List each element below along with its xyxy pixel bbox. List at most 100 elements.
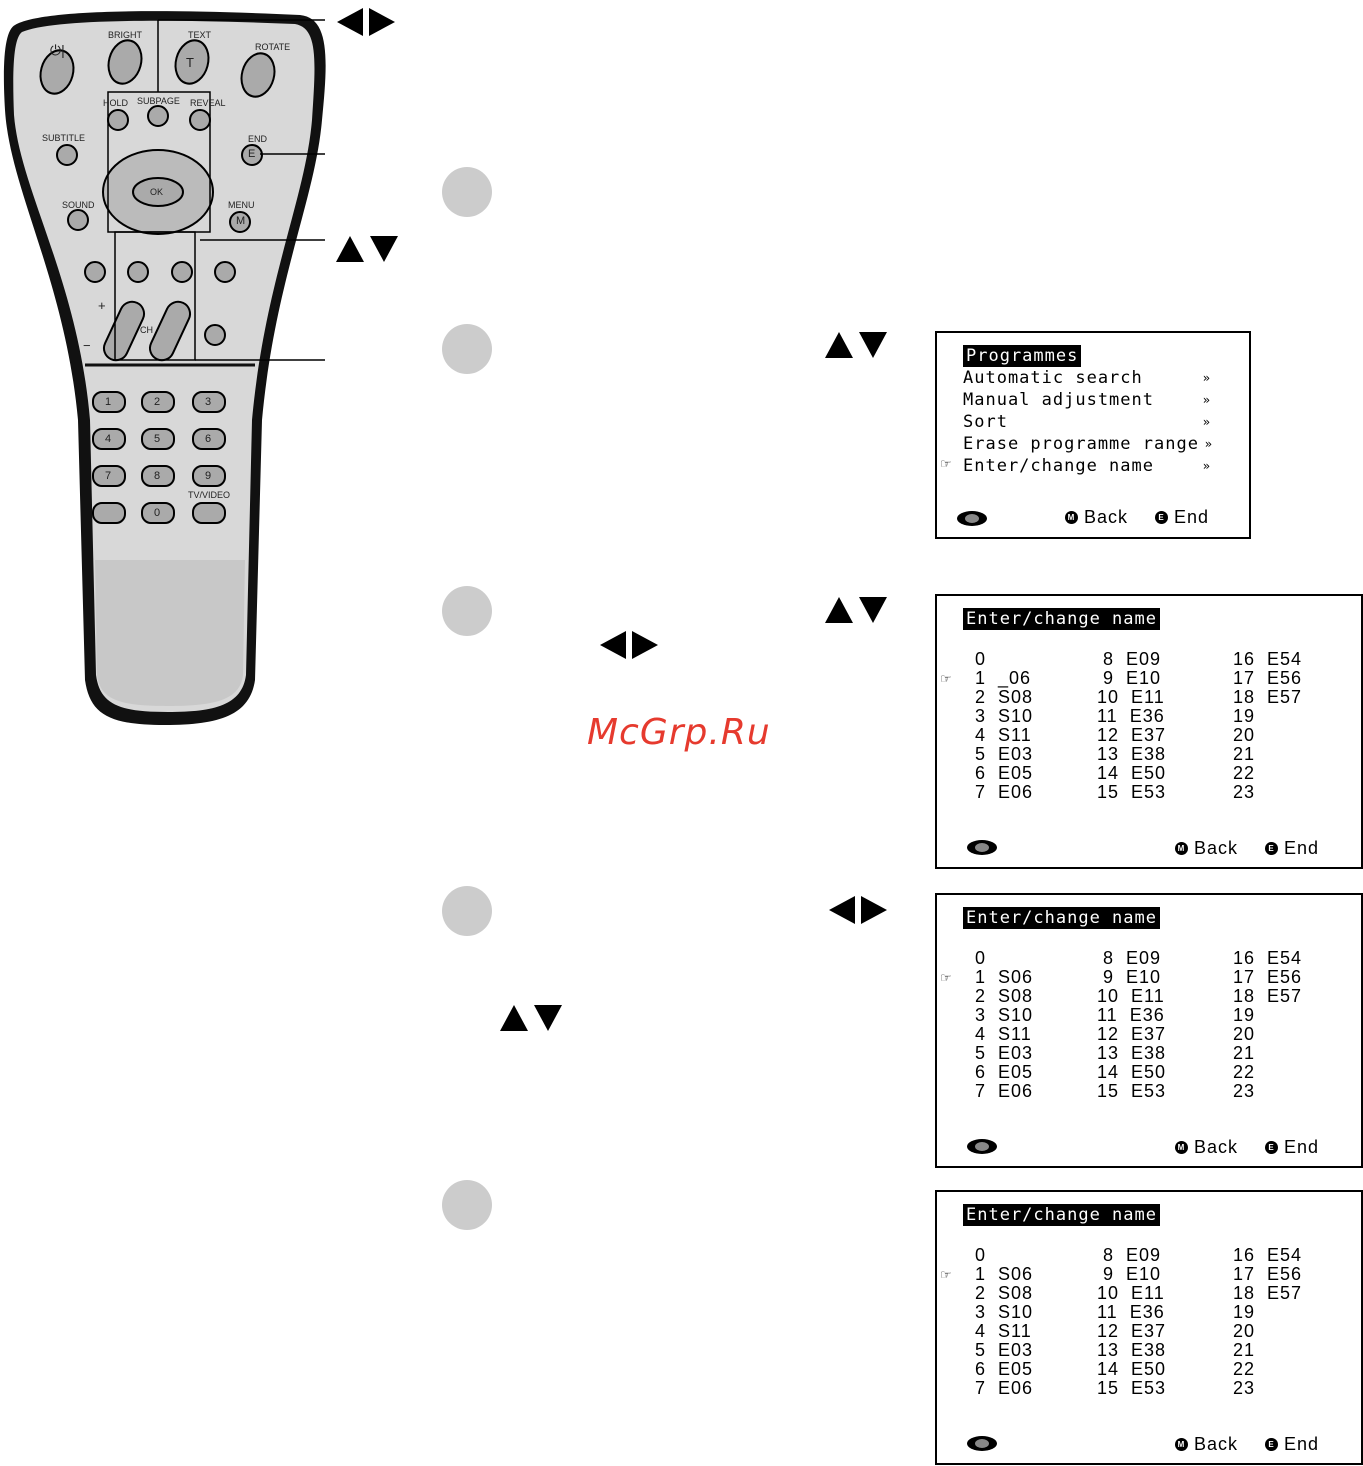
end-label: End [1284,1434,1320,1454]
t-letter: T [186,55,194,70]
enter-change-name-screen-3: Enter/change name ☞ 0 1 S06 2 S08 3 S10 … [935,1190,1363,1465]
programmes-menu-screen: Programmes Automatic search Manual adjus… [935,331,1251,539]
left-right-arrows-icon [600,631,658,659]
pointing-hand-icon: ☞ [941,1265,952,1284]
back-hint: M Back [1175,838,1238,859]
back-hint: M Back [1175,1434,1238,1455]
e-letter: E [248,148,256,160]
programme-column-2: 8 E09 9 E10 10 E11 11 E36 12 E37 13 E38 … [1097,948,1167,1101]
digit-8: 8 [154,470,161,482]
menu-item-erase-range[interactable]: Erase programme range [963,434,1199,454]
step-circle-2 [442,324,492,374]
programme-column-2: 8 E09 9 E10 10 E11 11 E36 12 E37 13 E38 … [1097,1245,1167,1398]
back-hint: M Back [1175,1137,1238,1158]
screen-title: Enter/change name [963,608,1160,630]
end-hint: E End [1265,1434,1319,1455]
digit-2: 2 [154,396,161,408]
power-label: ⏻| [50,42,65,58]
programme-column-2: 8 E09 9 E10 10 E11 11 E36 12 E37 13 E38 … [1097,649,1167,802]
remote-control-illustration: ⏻| BRIGHT TEXT T ROTATE HOLD SUBPAGE REV… [0,0,330,740]
menu-item-enter-change-name[interactable]: Enter/change name [963,456,1154,476]
programme-column-1: 0 1 S06 2 S08 3 S10 4 S11 5 E03 6 E05 7 … [975,948,1034,1101]
minus-label: − [83,338,91,353]
enter-change-name-screen-2: Enter/change name ☞ 0 1 S06 2 S08 3 S10 … [935,893,1363,1168]
hold-label: HOLD [103,98,129,108]
up-arrow-icon [336,236,364,262]
step-circle-1 [442,167,492,217]
programme-column-3: 16 E54 17 E56 18 E57 19 20 21 22 23 [1233,1245,1303,1398]
m-letter: M [236,215,246,227]
pointing-hand-icon: ☞ [941,669,952,688]
digit-7: 7 [105,470,112,482]
back-hint: M Back [1065,507,1128,528]
menu-button-icon: M [1065,511,1078,524]
left-right-arrows-icon [337,8,395,36]
rotate-label: ROTATE [255,42,291,52]
digit-0: 0 [154,507,161,519]
pointing-hand-icon: ☞ [941,454,952,473]
ok-joystick-icon [957,511,987,526]
up-down-arrows-icon [825,332,887,358]
ok-joystick-icon [967,1436,997,1451]
up-down-arrows-icon [500,1005,562,1031]
digit-5: 5 [154,433,161,445]
text-label: TEXT [188,30,212,40]
end-button-icon: E [1265,842,1278,855]
back-label: Back [1194,1137,1239,1157]
back-label: Back [1194,1434,1239,1454]
up-down-arrows-icon [825,597,887,623]
subtitle-label: SUBTITLE [42,133,86,143]
sound-label: SOUND [62,200,95,210]
remote-body-graphic [3,11,326,725]
step-circle-3 [442,586,492,636]
digit-4: 4 [105,433,112,445]
down-arrow-icon [370,236,398,262]
digit-9: 9 [205,470,212,482]
back-label: Back [1084,507,1129,527]
end-button-icon: E [1265,1438,1278,1451]
end-label: End [1284,1137,1320,1157]
programme-column-1: 0 1 _06 2 S08 3 S10 4 S11 5 E03 6 E05 7 … [975,649,1034,802]
ch-label: CH [140,325,153,335]
end-hint: E End [1265,838,1319,859]
menu-button-icon: M [1175,1438,1188,1451]
subpage-label: SUBPAGE [137,96,180,106]
submenu-arrow-icon: » [1202,459,1211,473]
ok-joystick-icon [967,1139,997,1154]
tvvideo-label: TV/VIDEO [188,490,231,500]
digit-1: 1 [105,396,112,408]
plus-label: + [98,298,106,313]
digit-3: 3 [205,396,212,408]
step-circle-5 [442,1180,492,1230]
submenu-arrow-icon: » [1202,393,1211,407]
reveal-label: REVEAL [190,98,226,108]
programme-column-1: 0 1 S06 2 S08 3 S10 4 S11 5 E03 6 E05 7 … [975,1245,1034,1398]
menu-label: MENU [228,200,255,210]
screen-title: Programmes [963,345,1082,367]
digit-6: 6 [205,433,212,445]
ok-joystick-icon [967,840,997,855]
step-circle-4 [442,886,492,936]
end-hint: E End [1265,1137,1319,1158]
end-label: End [1284,838,1320,858]
screen-title: Enter/change name [963,1204,1160,1226]
right-arrow-icon [369,8,395,36]
menu-item-automatic-search[interactable]: Automatic search [963,368,1143,388]
programme-column-3: 16 E54 17 E56 18 E57 19 20 21 22 23 [1233,649,1303,802]
screen-title: Enter/change name [963,907,1160,929]
bright-label: BRIGHT [108,30,143,40]
menu-button-icon: M [1175,842,1188,855]
end-button-icon: E [1265,1141,1278,1154]
up-down-arrows-icon [336,236,398,262]
menu-item-sort[interactable]: Sort [963,412,1008,432]
watermark: McGrp.Ru [587,712,771,753]
programme-column-3: 16 E54 17 E56 18 E57 19 20 21 22 23 [1233,948,1303,1101]
submenu-arrow-icon: » [1202,371,1211,385]
menu-item-manual-adjustment[interactable]: Manual adjustment [963,390,1154,410]
end-label: END [248,134,268,144]
end-button-icon: E [1155,511,1168,524]
ok-label: OK [150,187,164,197]
left-right-arrows-icon [829,896,887,924]
left-arrow-icon [337,8,363,36]
submenu-arrow-icon: » [1202,415,1211,429]
